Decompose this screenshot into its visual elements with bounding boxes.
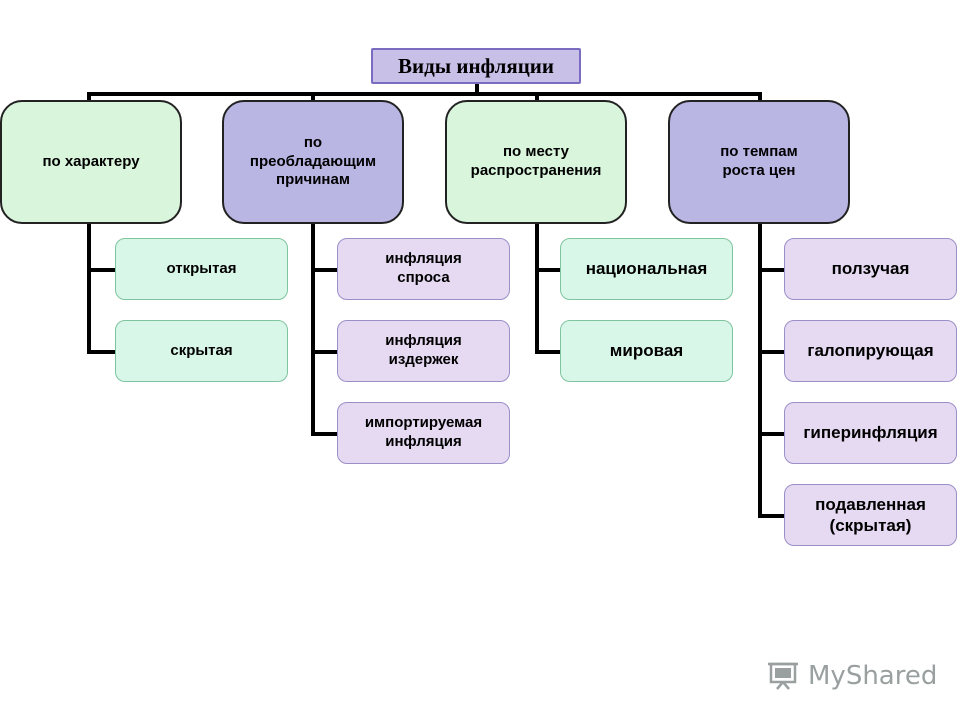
- item-world: мировая: [560, 320, 733, 382]
- category-causes: по преобладающим причинам: [222, 100, 404, 224]
- branch-h-1-2: [87, 350, 117, 354]
- item-creeping: ползучая: [784, 238, 957, 300]
- item-suppressed: подавленная (скрытая): [784, 484, 957, 546]
- item-imported-inflation: импортируемая инфляция: [337, 402, 510, 464]
- watermark-logo: MyShared: [768, 658, 937, 695]
- branch-h-3-1: [535, 268, 563, 272]
- branch-h-3-2: [535, 350, 563, 354]
- category-rate: по темпам роста цен: [668, 100, 850, 224]
- item-demand-inflation: инфляция спроса: [337, 238, 510, 300]
- presentation-icon: [768, 658, 802, 695]
- diagram-title: Виды инфляции: [371, 48, 581, 84]
- category-character: по характеру: [0, 100, 182, 224]
- drop-cat-4: [758, 92, 762, 102]
- branch-h-4-3: [758, 432, 786, 436]
- drop-cat-1: [87, 92, 91, 102]
- branch-vertical-3: [535, 222, 539, 354]
- item-hyperinflation: гиперинфляция: [784, 402, 957, 464]
- item-national: национальная: [560, 238, 733, 300]
- drop-cat-3: [535, 92, 539, 102]
- branch-vertical-2: [311, 222, 315, 436]
- category-place: по месту распространения: [445, 100, 627, 224]
- branch-h-4-1: [758, 268, 786, 272]
- item-galloping: галопирующая: [784, 320, 957, 382]
- top-connector-vertical: [475, 82, 479, 96]
- branch-h-2-3: [311, 432, 339, 436]
- drop-cat-2: [311, 92, 315, 102]
- branch-vertical-1: [87, 222, 91, 354]
- branch-h-2-2: [311, 350, 339, 354]
- branch-h-4-2: [758, 350, 786, 354]
- branch-h-2-1: [311, 268, 339, 272]
- branch-h-4-4: [758, 514, 786, 518]
- item-open: открытая: [115, 238, 288, 300]
- branch-vertical-4: [758, 222, 762, 518]
- top-connector-horizontal: [87, 92, 762, 96]
- watermark-text: MyShared: [808, 661, 938, 691]
- branch-h-1-1: [87, 268, 117, 272]
- item-cost-inflation: инфляция издержек: [337, 320, 510, 382]
- item-hidden: скрытая: [115, 320, 288, 382]
